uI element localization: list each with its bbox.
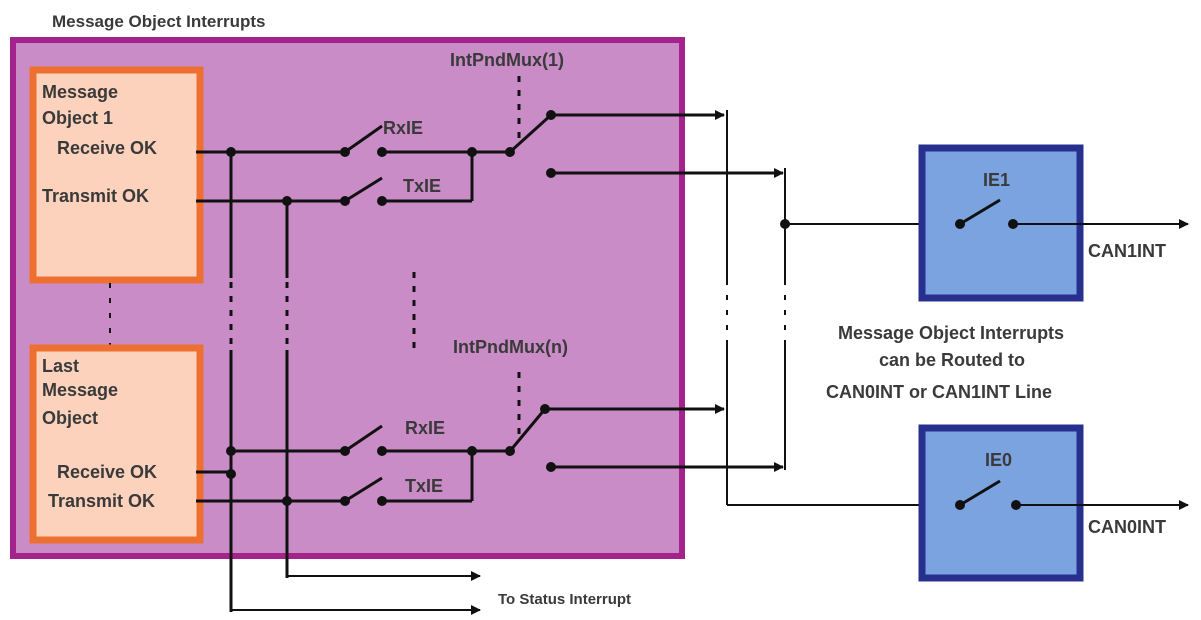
ie1-label: IE1: [983, 170, 1010, 190]
rxie-label-top: RxIE: [383, 118, 423, 138]
last-message-object-box: [29, 344, 204, 544]
txie-label-top: TxIE: [403, 176, 441, 196]
last-object-receive-label: Receive OK: [57, 462, 157, 482]
object1-receive-label: Receive OK: [57, 138, 157, 158]
object1-name-line2: Object 1: [42, 108, 113, 128]
intpndmux-n-label: IntPndMux(n): [453, 337, 568, 357]
can0int-label: CAN0INT: [1088, 517, 1166, 537]
intpndmux-1-label: IntPndMux(1): [450, 50, 564, 70]
last-object-transmit-label: Transmit OK: [48, 491, 155, 511]
last-object-name-line2: Message: [42, 380, 118, 400]
mux-blade-bottom: [508, 408, 547, 452]
rx-feed-dot-bottom: [226, 469, 236, 479]
txie-switch-blade-bottom: [344, 476, 383, 503]
routing-note-line2: can be Routed to: [879, 350, 1025, 370]
object1-name-line1: Message: [42, 82, 118, 102]
mux-blade-top: [508, 113, 553, 154]
routing-note-line1: Message Object Interrupts: [838, 323, 1064, 343]
object1-transmit-label: Transmit OK: [42, 186, 149, 206]
rxie-switch-blade-top: [344, 124, 383, 154]
last-object-name-line3: Object: [42, 408, 98, 428]
message-object-1-box: [29, 66, 204, 284]
tx-tap-dot-bottom: [282, 496, 292, 506]
last-object-name-line1: Last: [42, 356, 79, 376]
ie1-switch-blade: [959, 198, 1001, 226]
ie0-switch-blade: [959, 479, 1001, 507]
rxie-label-bottom: RxIE: [405, 418, 445, 438]
ie0-block: [918, 424, 1084, 582]
txie-switch-blade-top: [344, 176, 383, 203]
status-interrupt-label: To Status Interrupt: [498, 591, 631, 608]
ie0-label: IE0: [985, 450, 1012, 470]
routing-note-line3: CAN0INT or CAN1INT Line: [826, 382, 1052, 402]
rxie-switch-blade-bottom: [344, 424, 383, 453]
can1int-label: CAN1INT: [1088, 241, 1166, 261]
rx-tap-dot-bottom: [226, 446, 236, 456]
txie-label-bottom: TxIE: [405, 476, 443, 496]
diagram-title: Message Object Interrupts: [52, 12, 266, 31]
